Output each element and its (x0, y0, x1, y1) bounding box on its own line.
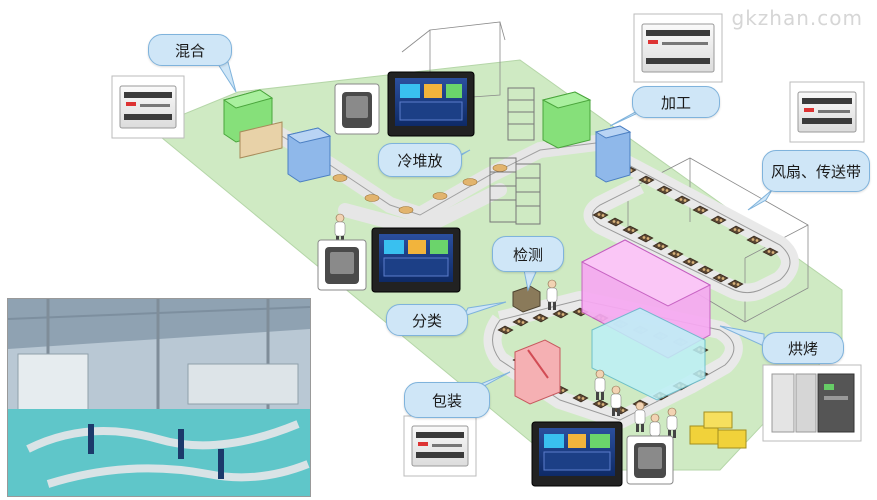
label-cooling: 冷堆放 (397, 151, 443, 170)
servo-drive-unit (762, 364, 862, 442)
plc-controller (111, 75, 185, 139)
label-packaging: 包装 (431, 391, 462, 410)
callout-packaging: 包装 (404, 382, 490, 418)
operator-panel-top (334, 83, 380, 135)
hmi-screen-bottom (531, 421, 623, 487)
bread-item (432, 192, 448, 200)
hmi-screen-middle (371, 227, 461, 293)
cooling-tunnel (591, 307, 706, 401)
callout-fan-conveyor: 风扇、传送带 (762, 150, 870, 192)
tray (674, 195, 691, 205)
tray (637, 233, 654, 243)
callout-baking: 烘烤 (762, 332, 844, 364)
bread-item (364, 194, 380, 202)
tray (728, 225, 745, 235)
tray (727, 279, 744, 289)
label-sorting: 分类 (411, 311, 442, 330)
bread-item (332, 174, 348, 182)
tray (656, 185, 673, 195)
tray (710, 215, 727, 225)
tray (667, 249, 684, 259)
blue-enclosure-2 (594, 125, 632, 183)
bread-item (398, 206, 414, 214)
label-fan-conveyor: 风扇、传送带 (770, 162, 861, 181)
worker (610, 385, 622, 416)
conveyor-loop-right (583, 142, 799, 302)
tray (697, 265, 714, 275)
finished-boxes (689, 411, 747, 449)
label-mixing: 混合 (174, 41, 205, 60)
blue-enclosure-1 (286, 127, 332, 183)
plc-controller (633, 13, 723, 83)
hmi-screen-top (387, 71, 475, 137)
tray (607, 217, 624, 227)
worker (666, 407, 678, 438)
tray (746, 235, 763, 245)
tray (497, 325, 514, 335)
callout-inspection: 检测 (492, 236, 564, 272)
factory-photo (7, 298, 311, 497)
label-processing: 加工 (660, 93, 691, 112)
packaging-machine (514, 339, 561, 405)
operator-panel-bottom (626, 435, 674, 485)
tray (552, 309, 569, 319)
tray (638, 175, 655, 185)
plc-controller (789, 81, 865, 143)
cooling-racks (489, 87, 541, 225)
worker (546, 279, 558, 310)
tray (762, 247, 779, 257)
callout-cooling: 冷堆放 (378, 143, 462, 177)
tray (532, 313, 549, 323)
callout-processing: 加工 (632, 86, 720, 118)
tray (512, 317, 529, 327)
tray (592, 210, 609, 220)
label-inspection: 检测 (512, 245, 543, 264)
worker (594, 369, 606, 400)
tray (692, 205, 709, 215)
label-baking: 烘烤 (787, 339, 818, 358)
factory-photo-art (8, 299, 310, 496)
worker (634, 401, 646, 432)
tray (682, 257, 699, 267)
operator-panel-middle (317, 239, 367, 291)
watermark: gkzhan.com (731, 6, 863, 30)
tray (622, 225, 639, 235)
mixing-station (222, 89, 283, 159)
workers (334, 213, 678, 444)
processing-station (541, 91, 592, 149)
callout-mixing: 混合 (148, 34, 232, 66)
plc-controllers (111, 13, 865, 477)
callout-sorting: 分类 (386, 304, 468, 336)
bread-item (462, 178, 478, 186)
tray (592, 399, 609, 409)
tray (572, 393, 589, 403)
tray (652, 241, 669, 251)
bread-item (492, 164, 508, 172)
plc-controller (403, 415, 477, 477)
tray (712, 273, 729, 283)
